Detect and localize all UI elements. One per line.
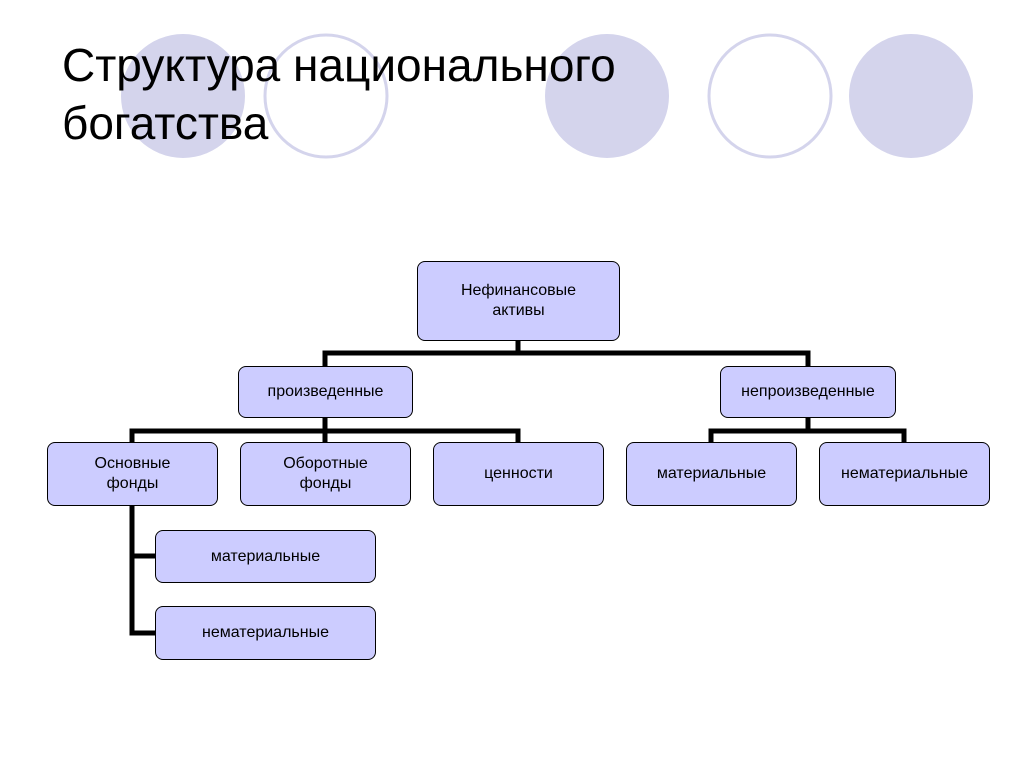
node-nonproduced-tangible: материальные (626, 442, 797, 506)
node-produced-label: произведенные (267, 383, 384, 400)
node-valuables-label: ценности (484, 465, 553, 482)
node-nonproduced-tangible-label: материальные (656, 465, 767, 482)
node-nonproduced-intangible: нематериальные (819, 442, 990, 506)
node-nonproduced-label: непроизведенные (741, 383, 875, 400)
node-fixed-assets-line1: Основные (94, 455, 171, 472)
decorative-circles (121, 33, 973, 159)
node-working-capital: Оборотные фонды (240, 442, 411, 506)
node-fixed-assets-line2: фонды (106, 475, 159, 492)
decor-circle-ring-2 (707, 33, 833, 159)
node-valuables: ценности (433, 442, 604, 506)
node-working-capital-line2: фонды (299, 475, 352, 492)
decor-circle-filled-1 (121, 34, 245, 158)
node-produced: произведенные (238, 366, 413, 418)
decor-circle-filled-3 (849, 34, 973, 158)
node-nonproduced: непроизведенные (720, 366, 896, 418)
node-fixed-intangible: нематериальные (155, 606, 376, 660)
node-nonproduced-intangible-label: нематериальные (841, 465, 968, 482)
node-working-capital-line1: Оборотные (283, 455, 368, 472)
title-line-1: Структура национального (62, 39, 616, 91)
decor-circle-filled-2 (545, 34, 669, 158)
node-nonfinancial-assets: Нефинансовые активы (417, 261, 620, 341)
node-fixed-assets: Основные фонды (47, 442, 218, 506)
node-fixed-tangible-label: материальные (210, 547, 321, 565)
title-line-2: богатства (62, 97, 269, 149)
decor-circle-ring-1 (263, 33, 389, 159)
node-nonfinancial-assets-line2: активы (492, 302, 545, 319)
node-fixed-intangible-label: нематериальные (202, 624, 329, 641)
page-title: Структура национального богатства (62, 36, 616, 152)
node-nonfinancial-assets-line1: Нефинансовые (460, 282, 577, 299)
node-fixed-tangible: материальные (155, 530, 376, 583)
